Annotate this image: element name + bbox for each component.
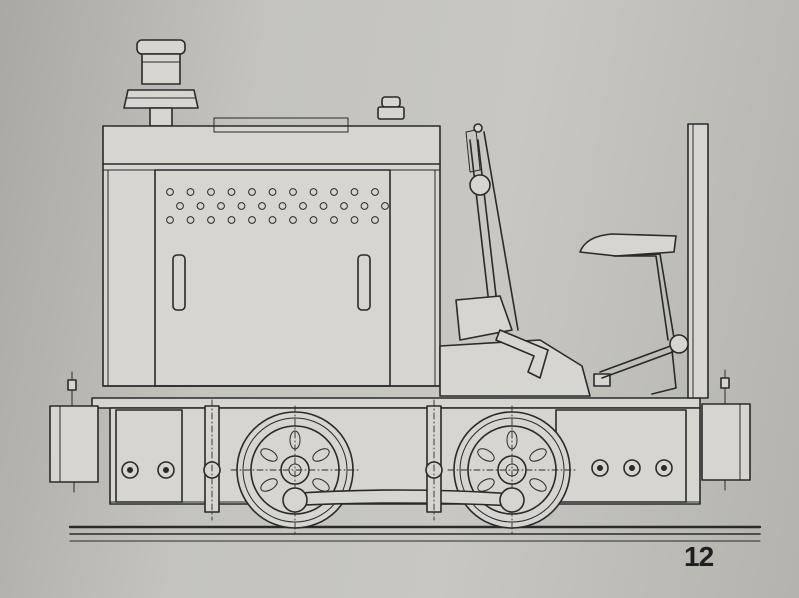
vent-hole	[319, 202, 328, 210]
control-levers	[465, 123, 519, 331]
vent-hole	[309, 216, 318, 224]
vent-holes	[166, 188, 389, 224]
vent-hole	[299, 202, 307, 210]
rear-buffer	[701, 369, 751, 491]
vent-hole	[381, 202, 389, 210]
frame-bolt-center	[597, 465, 603, 471]
vent-hole	[196, 202, 205, 210]
vent-hole	[289, 216, 297, 224]
vent-hole	[248, 216, 256, 224]
vent-hole	[289, 188, 297, 196]
vent-hole	[350, 216, 359, 224]
vent-hole	[166, 188, 174, 196]
coupling-rod	[282, 487, 525, 513]
vent-hole	[217, 202, 225, 210]
vent-hole	[227, 216, 236, 224]
frame-bolt-center	[127, 467, 133, 473]
vent-hole	[371, 188, 379, 196]
vent-hole	[350, 188, 359, 196]
page-number: 12	[684, 541, 714, 572]
vent-hole	[340, 202, 348, 210]
frame-bolt-center	[661, 465, 667, 471]
vent-hole	[360, 202, 369, 210]
vent-hole	[268, 188, 277, 196]
vent-hole	[186, 216, 195, 224]
cab-column	[687, 123, 709, 399]
frame-bolt-center	[629, 465, 635, 471]
vent-hole	[166, 216, 174, 224]
center-lines	[211, 399, 435, 521]
vent-hole	[248, 188, 256, 196]
vent-hole	[207, 216, 215, 224]
vent-hole	[176, 202, 184, 210]
vent-hole	[309, 188, 318, 196]
vent-hole	[330, 188, 338, 196]
vent-hole	[227, 188, 236, 196]
frame-bolt-center	[163, 467, 169, 473]
frame-bolts	[121, 459, 673, 479]
driver-seat	[579, 233, 689, 395]
vent-hole	[207, 188, 215, 196]
main-frame	[91, 397, 701, 505]
filler-cap	[377, 96, 405, 120]
exhaust-stack	[123, 39, 199, 127]
engine-hood	[102, 117, 441, 387]
vent-hole	[330, 216, 338, 224]
vent-hole	[186, 188, 195, 196]
front-buffer	[49, 371, 99, 493]
vent-hole	[258, 202, 266, 210]
vent-hole	[371, 216, 379, 224]
axle-guides	[203, 405, 443, 513]
vent-hole	[278, 202, 287, 210]
vent-hole	[237, 202, 246, 210]
rail-track	[68, 525, 762, 542]
vent-hole	[268, 216, 277, 224]
control-pedestal	[439, 295, 611, 397]
